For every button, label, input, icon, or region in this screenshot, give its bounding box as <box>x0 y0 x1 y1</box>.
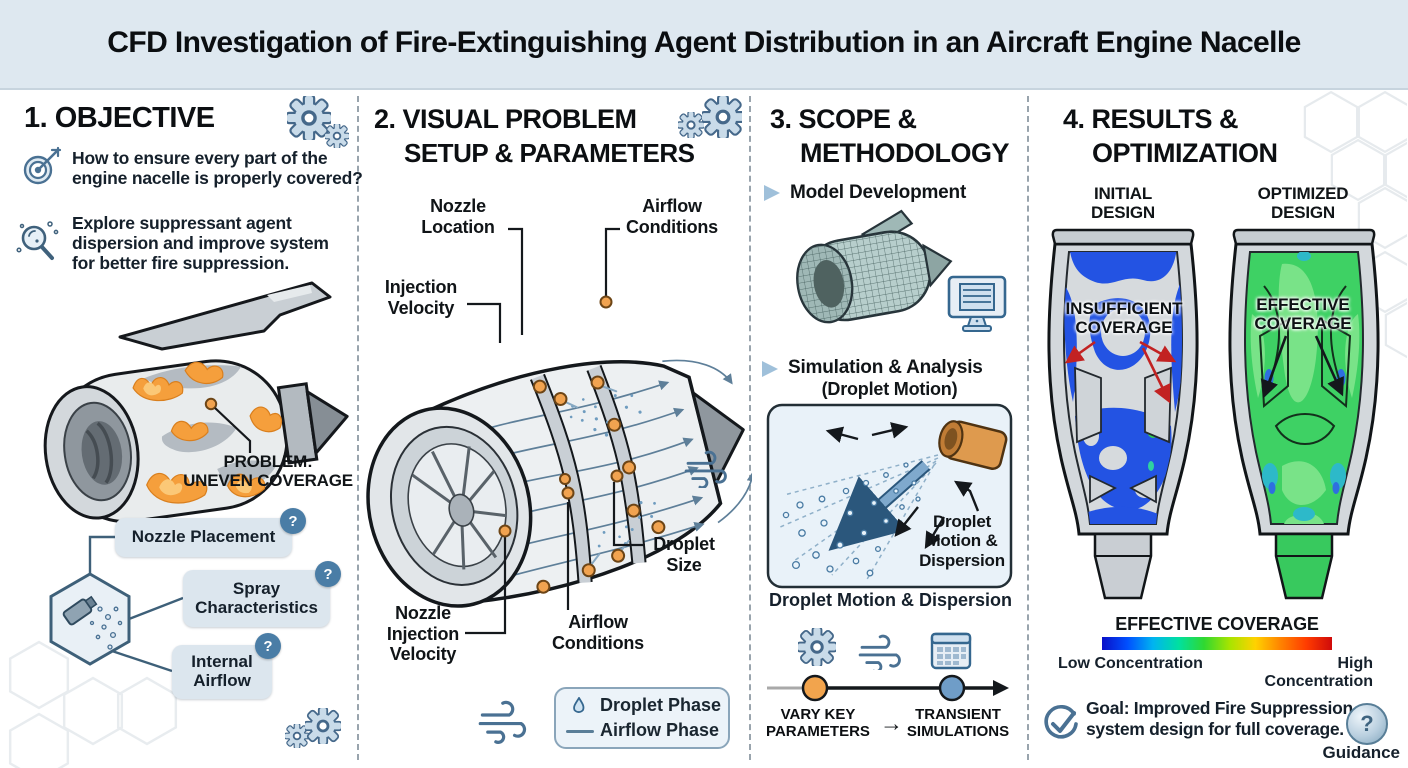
guidance-label: Guidance <box>1322 743 1400 762</box>
flow-right-label: TRANSIENT SIMULATIONS <box>906 706 1010 741</box>
factor-box-nozzle-placement[interactable]: Nozzle Placement <box>115 518 292 557</box>
insufficient-coverage-label: INSUFFICIENT COVERAGE <box>1065 299 1183 337</box>
step-simulation-sub: (Droplet Motion) <box>821 379 958 399</box>
question-badge[interactable]: ? <box>280 508 306 534</box>
step-model-development: Model Development <box>790 182 967 203</box>
objective-heading: 1. OBJECTIVE <box>24 102 215 134</box>
label-airflow-conditions-top: Airflow Conditions <box>626 196 718 237</box>
header-band <box>0 0 1408 90</box>
concentration-colorbar <box>1102 637 1332 650</box>
phase-legend: Droplet Phase Airflow Phase <box>554 687 730 749</box>
problem-label: PROBLEM: UNEVEN COVERAGE <box>178 452 358 491</box>
methodology-heading-line2: METHODOLOGY <box>800 138 1010 168</box>
optimized-design-label: OPTIMIZED DESIGN <box>1257 184 1349 223</box>
label-nozzle-injection-velocity: Nozzle Injection Velocity <box>386 603 460 665</box>
nozzle-icon <box>938 420 1008 471</box>
droplet-icon <box>573 697 585 713</box>
hexagon-frame <box>49 572 131 666</box>
colorbar-title: EFFECTIVE COVERAGE <box>1115 614 1319 634</box>
triangle-bullet-icon <box>762 361 778 377</box>
target-icon <box>23 146 62 185</box>
wind-icon <box>478 700 527 744</box>
gear-icon <box>798 628 836 666</box>
airflow-line-icon <box>566 730 594 733</box>
black-arrows <box>1260 335 1344 399</box>
legend-droplet-phase: Droplet Phase <box>600 695 722 715</box>
factor-label: Nozzle Placement <box>131 527 276 547</box>
optimized-design-contour <box>1228 228 1380 600</box>
factor-box-internal-airflow[interactable]: Internal Airflow <box>172 645 272 699</box>
results-heading-line2: OPTIMIZATION <box>1092 138 1278 168</box>
legend-airflow-phase: Airflow Phase <box>600 720 720 740</box>
wind-icon <box>858 634 901 670</box>
red-arrows <box>1064 340 1177 404</box>
triangle-bullet-icon <box>764 185 780 201</box>
calendar-grid-icon <box>930 632 972 670</box>
label-injection-velocity: Injection Velocity <box>384 277 458 318</box>
mesh-engine-model <box>796 209 953 324</box>
initial-design-contour <box>1047 228 1199 600</box>
methodology-heading-line1: 3. SCOPE & <box>770 104 917 134</box>
factor-label: Spray Characteristics <box>195 578 318 617</box>
objective-bullet-1: How to ensure every part of the engine n… <box>72 148 363 188</box>
engine-cutaway-illustration <box>366 227 752 635</box>
label-airflow-conditions-bottom: Airflow Conditions <box>552 612 644 653</box>
effective-coverage-label: EFFECTIVE COVERAGE <box>1254 295 1352 333</box>
column-separator-1 <box>357 96 359 760</box>
parameter-timeline <box>767 674 1009 702</box>
column-separator-3 <box>1027 96 1029 760</box>
goal-label: Goal: <box>1086 698 1130 718</box>
question-badge[interactable]: ? <box>255 633 281 659</box>
magnifier-icon <box>16 221 59 260</box>
page-title: CFD Investigation of Fire-Extinguishing … <box>107 26 1301 59</box>
orange-parameter-dot <box>801 674 829 702</box>
gears-icon <box>283 94 349 148</box>
colorbar-low-label: Low Concentration <box>1058 655 1203 672</box>
colorbar-high-label: High Concentration <box>1264 655 1373 690</box>
flow-left-label: VARY KEY PARAMETERS <box>766 706 870 741</box>
results-heading-line1: 4. RESULTS & <box>1063 104 1239 134</box>
label-droplet-size: Droplet Size <box>653 534 715 575</box>
computer-monitor-icon <box>947 275 1007 332</box>
checkmark-icon <box>1044 704 1078 739</box>
flow-arrow: → <box>880 710 903 736</box>
gears-icon <box>678 94 742 138</box>
droplet-motion-inset <box>766 403 1013 589</box>
gears-icon <box>285 708 341 748</box>
problem-line-2: UNEVEN COVERAGE <box>183 471 353 491</box>
inset-caption: Droplet Motion & Dispersion <box>769 590 1012 610</box>
objective-bullet-2: Explore suppressant agent dispersion and… <box>72 213 329 273</box>
factor-box-spray-characteristics[interactable]: Spray Characteristics <box>183 570 330 627</box>
factor-diagram <box>49 535 184 673</box>
factor-label: Internal Airflow <box>191 652 253 690</box>
guidance-help-button[interactable]: ? <box>1346 703 1388 745</box>
wind-icon <box>684 450 727 488</box>
goal-description: Improved Fire Suppression system design … <box>1086 698 1353 739</box>
goal-text: Goal: Improved Fire Suppression system d… <box>1086 698 1358 740</box>
setup-heading-line2: SETUP & PARAMETERS <box>404 138 695 168</box>
spray-can-icon <box>62 595 98 626</box>
question-badge[interactable]: ? <box>315 561 341 587</box>
blue-simulation-dot <box>938 674 966 702</box>
burning-engine-illustration <box>43 281 349 524</box>
initial-design-label: INITIAL DESIGN <box>1091 184 1155 223</box>
inset-label: Droplet Motion & Dispersion <box>919 512 1005 570</box>
problem-line-1: PROBLEM: <box>223 452 313 471</box>
step-simulation-analysis: Simulation & Analysis <box>788 357 983 378</box>
label-nozzle-location: Nozzle Location <box>421 196 495 237</box>
column-separator-2 <box>749 96 751 760</box>
setup-heading-line1: 2. VISUAL PROBLEM <box>374 104 637 134</box>
